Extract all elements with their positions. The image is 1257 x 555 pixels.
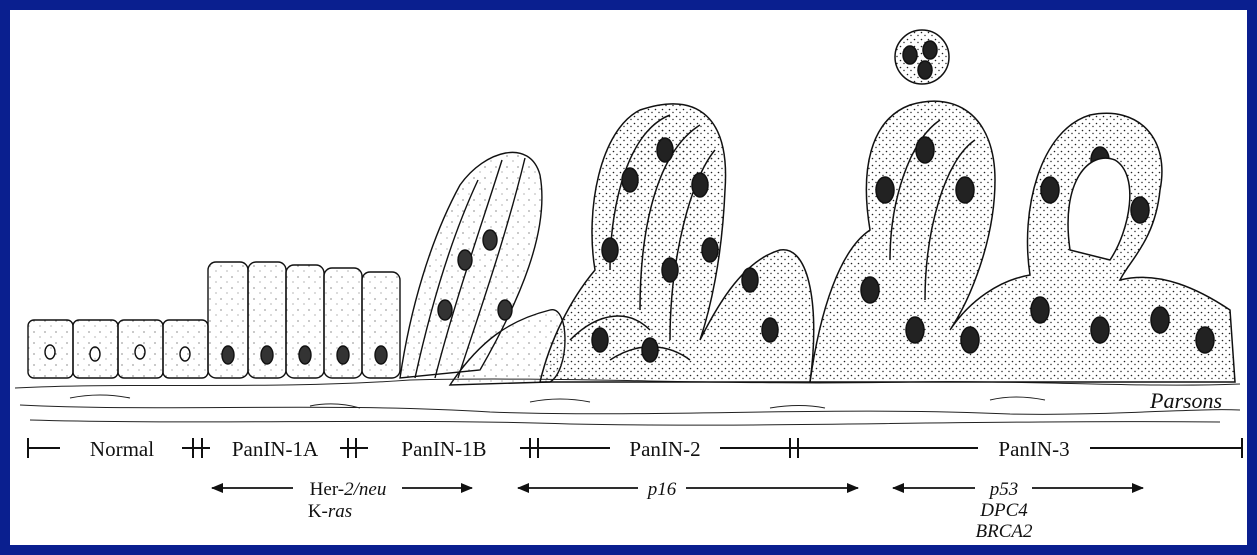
- panin-3-epithelium: [810, 30, 1235, 382]
- panin-progression-diagram: Parsons Normal PanIN-1A PanIN-1B PanIN-2…: [10, 10, 1247, 545]
- stage-label-normal: Normal: [90, 437, 154, 461]
- stage-label-panin-2: PanIN-2: [629, 437, 700, 461]
- panin-2-epithelium: [540, 104, 814, 382]
- normal-epithelium: [28, 320, 208, 378]
- gene-italic-ras: ras: [328, 501, 352, 522]
- stage-label-panin-1b: PanIN-1B: [401, 437, 486, 461]
- stroma: [15, 379, 1240, 425]
- stage-label-panin-3: PanIN-3: [998, 437, 1069, 461]
- artist-signature: Parsons: [1149, 388, 1222, 413]
- gene-label-kras: K-ras: [308, 501, 352, 522]
- gene-label-her2neu: Her-2/neu: [310, 479, 387, 500]
- stage-label-panin-1a: PanIN-1A: [232, 437, 319, 461]
- gene-label-dpc4: DPC4: [979, 500, 1028, 521]
- gene-label-p53: p53: [988, 479, 1019, 500]
- gene-prefix-k: K-: [308, 501, 328, 522]
- gene-prefix-her: Her-: [310, 479, 344, 500]
- panin-1a-epithelium: [208, 262, 400, 378]
- gene-label-brca2: BRCA2: [976, 521, 1033, 542]
- panin-1b-epithelium: [400, 152, 565, 385]
- gene-italic-2neu: 2/neu: [344, 479, 386, 500]
- gene-label-p16: p16: [646, 479, 677, 500]
- figure-panel: Parsons Normal PanIN-1A PanIN-1B PanIN-2…: [10, 10, 1247, 545]
